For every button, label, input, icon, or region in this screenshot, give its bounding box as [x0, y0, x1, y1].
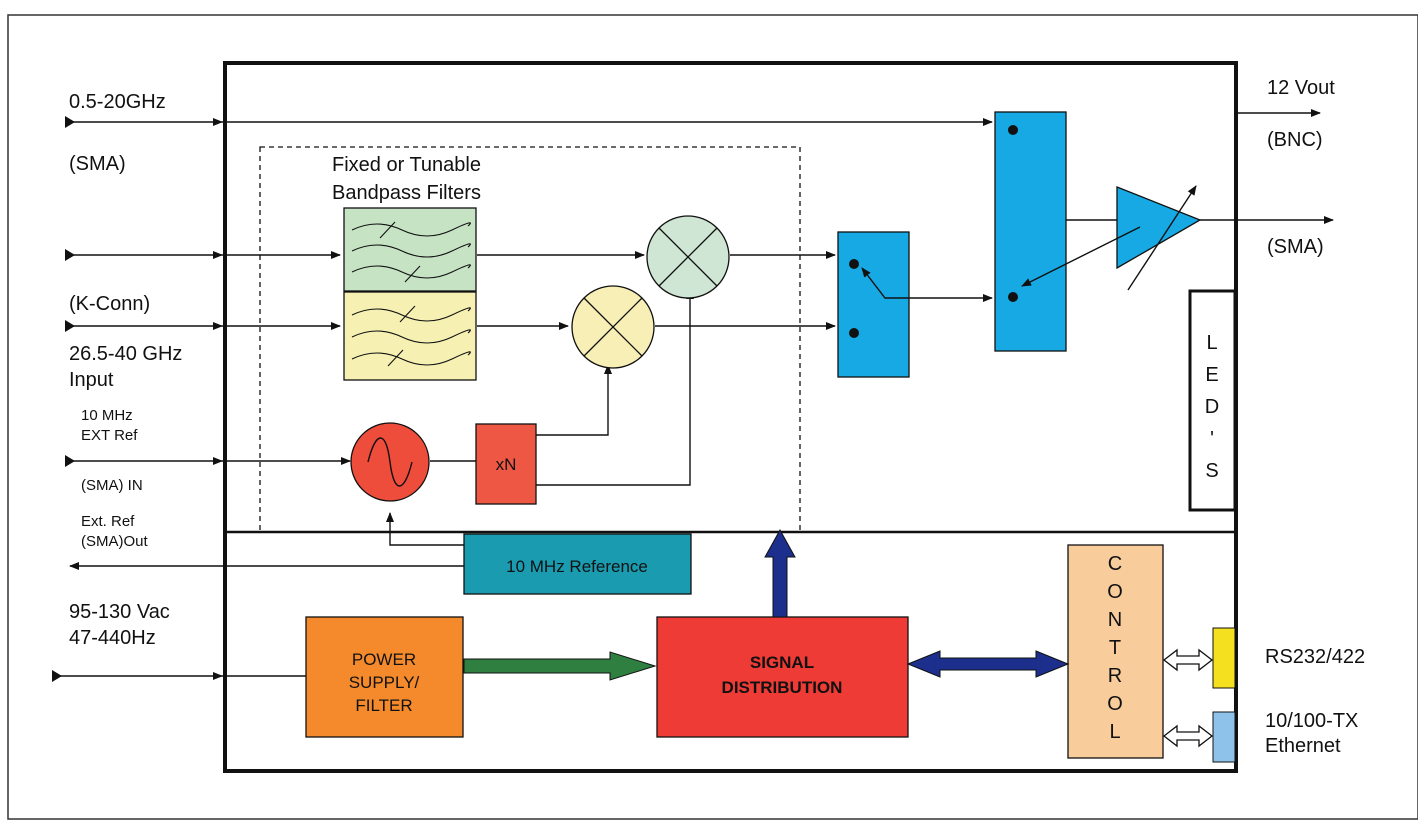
rs232-link-arrow [1162, 648, 1214, 672]
switch-2 [994, 111, 1067, 352]
ext-ref-out-label-2: (SMA)Out [81, 533, 149, 550]
control-letter: N [1108, 609, 1122, 631]
bandpass-filter-lower [343, 291, 477, 381]
ac-input-label-2: 47-440Hz [69, 627, 156, 649]
filters-title-1: Fixed or Tunable [332, 154, 481, 176]
led-letter: E [1205, 364, 1218, 386]
ac-input-label-1: 95-130 Vac [69, 601, 170, 623]
k-conn-label: (K-Conn) [69, 293, 150, 315]
reference-label: 10 MHz Reference [506, 557, 648, 576]
filter-region [259, 146, 801, 533]
oscillator [350, 422, 430, 502]
switch-1 [837, 231, 910, 378]
signal-label-2: DISTRIBUTION [722, 678, 843, 697]
input-label: Input [69, 369, 114, 391]
control-letter: R [1108, 665, 1122, 687]
reference-block [463, 533, 692, 595]
port-arrowheads [52, 116, 75, 682]
vout-label: 12 Vout [1267, 77, 1335, 99]
control-letter: O [1107, 581, 1123, 603]
rs232-label: RS232/422 [1265, 646, 1365, 668]
input-band-2-label: 26.5-40 GHz [69, 343, 182, 365]
led-letter: ' [1210, 428, 1214, 450]
multiplier-label: xN [496, 455, 517, 474]
signal-label-1: SIGNAL [750, 653, 814, 672]
bnc-label: (BNC) [1267, 129, 1323, 151]
ethernet-port [1212, 711, 1236, 763]
distribution-up-arrow [764, 528, 796, 618]
led-letter: D [1205, 396, 1219, 418]
psu-label-1: POWER [352, 650, 416, 669]
rs232-port [1212, 627, 1236, 689]
amplifier [1021, 185, 1202, 291]
led-letter: L [1206, 332, 1217, 354]
input-band-1-label: 0.5-20GHz [69, 91, 166, 113]
ext-ref-label-1: 10 MHz [81, 407, 133, 424]
control-block [1067, 544, 1164, 759]
led-letters: L E D ' S [1205, 332, 1219, 482]
mixer-upper [646, 215, 730, 299]
control-letters: C O N T R O L [1107, 553, 1123, 743]
outer-frame [7, 14, 1418, 820]
ext-ref-in-label: (SMA) IN [81, 477, 143, 494]
ext-ref-out-label-1: Ext. Ref [81, 513, 135, 530]
control-double-arrow [906, 650, 1070, 678]
bandpass-filter-upper [343, 207, 477, 292]
control-letter: L [1109, 721, 1120, 743]
control-letter: T [1109, 637, 1121, 659]
signal-distribution-block [656, 616, 909, 738]
power-arrow [463, 651, 657, 681]
rf-out-label: (SMA) [1267, 236, 1324, 258]
control-letter: C [1108, 553, 1122, 575]
multiplier-block [475, 423, 537, 505]
ethernet-label-1: 10/100-TX [1265, 710, 1358, 732]
ethernet-label-2: Ethernet [1265, 735, 1341, 757]
ext-ref-label-2: EXT Ref [81, 427, 138, 444]
led-panel [1188, 289, 1237, 512]
power-supply-block [305, 616, 464, 738]
psu-label-3: FILTER [355, 696, 412, 715]
filters-title-2: Bandpass Filters [332, 182, 481, 204]
mixer-lower [571, 285, 655, 369]
wiring [55, 109, 1334, 680]
psu-label-2: SUPPLY/ [349, 673, 420, 692]
ethernet-link-arrow [1162, 724, 1214, 748]
led-letter: S [1205, 460, 1218, 482]
control-letter: O [1107, 693, 1123, 715]
input-connector-1-label: (SMA) [69, 153, 126, 175]
